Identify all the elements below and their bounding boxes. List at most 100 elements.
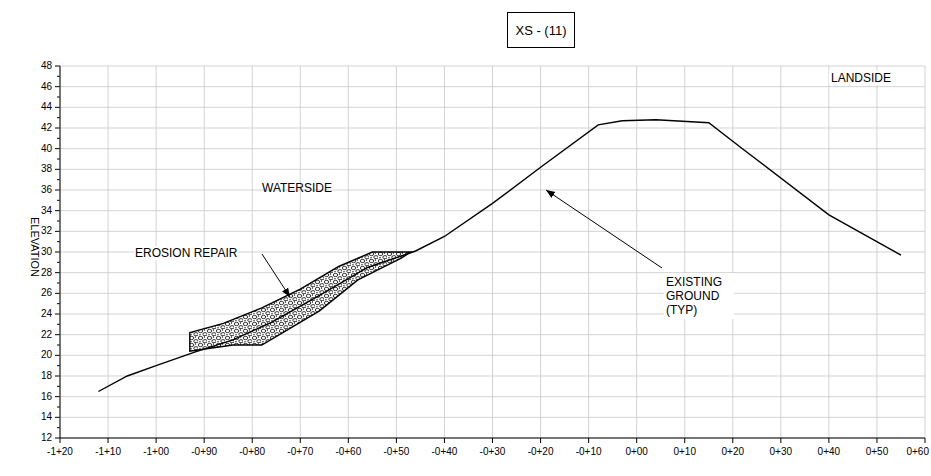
- grid-line: [540, 66, 541, 438]
- tick-mark: [204, 438, 205, 443]
- grid-line: [108, 66, 109, 438]
- station-tick: -0+80: [239, 446, 265, 458]
- tick-mark: [55, 438, 60, 439]
- grid-line: [732, 66, 733, 438]
- tick-mark: [252, 438, 253, 443]
- station-tick: -0+60: [335, 446, 361, 458]
- tick-mark: [540, 438, 541, 443]
- tick-mark: [780, 438, 781, 443]
- tick-mark: [925, 438, 926, 443]
- tick-mark: [55, 210, 60, 211]
- tick-mark: [55, 396, 60, 397]
- elevation-tick: 28: [41, 267, 52, 279]
- grid-line: [780, 66, 781, 438]
- section-id: XS - (11): [515, 23, 566, 38]
- elevation-tick: 48: [41, 60, 52, 72]
- elevation-tick: 12: [41, 432, 52, 444]
- elevation-tick: 14: [41, 411, 52, 423]
- tick-mark: [156, 438, 157, 443]
- elevation-tick: 42: [41, 122, 52, 134]
- station-tick: -0+70: [287, 446, 313, 458]
- grid-line: [444, 66, 445, 438]
- station-tick: -0+40: [432, 446, 458, 458]
- station-tick: -0+10: [576, 446, 602, 458]
- station-tick: 0+00: [625, 446, 648, 458]
- grid-line: [348, 66, 349, 438]
- elevation-tick: 30: [41, 246, 52, 258]
- tick-mark: [348, 438, 349, 443]
- elevation-tick: 46: [41, 81, 52, 93]
- tick-mark: [55, 376, 60, 377]
- grid-line: [828, 66, 829, 438]
- station-tick: -0+30: [480, 446, 506, 458]
- grid-line: [60, 66, 61, 438]
- ground-profile: [98, 120, 901, 392]
- elevation-tick: 20: [41, 349, 52, 361]
- elevation-tick: 18: [41, 370, 52, 382]
- grid-line: [60, 438, 925, 439]
- tick-mark: [55, 148, 60, 149]
- station-tick: 0+50: [866, 446, 889, 458]
- tick-mark: [55, 272, 60, 273]
- tick-mark: [108, 438, 109, 443]
- tick-mark: [588, 438, 589, 443]
- region-label: WATERSIDE: [262, 181, 332, 195]
- elevation-tick: 36: [41, 184, 52, 196]
- tick-mark: [828, 438, 829, 443]
- elevation-tick: 44: [41, 101, 52, 113]
- tick-mark: [492, 438, 493, 443]
- elevation-tick: 24: [41, 308, 52, 320]
- tick-mark: [396, 438, 397, 443]
- axis: [60, 438, 925, 439]
- tick-mark: [55, 417, 60, 418]
- tick-mark: [732, 438, 733, 443]
- axis-title: ELEVATION: [28, 217, 42, 277]
- tick-mark: [684, 438, 685, 443]
- station-tick: -1+00: [143, 446, 169, 458]
- grid-line: [492, 66, 493, 438]
- tick-mark: [55, 355, 60, 356]
- callout-label: EROSION REPAIR: [134, 246, 238, 260]
- station-tick: -1+20: [47, 446, 73, 458]
- tick-mark: [55, 128, 60, 129]
- grid-line: [588, 66, 589, 438]
- station-tick: 0+40: [818, 446, 841, 458]
- tick-mark: [444, 438, 445, 443]
- tick-mark: [55, 231, 60, 232]
- station-tick: -0+90: [191, 446, 217, 458]
- station-tick: 0+20: [722, 446, 745, 458]
- erosion-repair-riprap: [190, 252, 411, 351]
- region-label: LANDSIDE: [829, 71, 893, 85]
- grid-line: [252, 66, 253, 438]
- elevation-tick: 40: [41, 143, 52, 155]
- tick-mark: [876, 438, 877, 443]
- station-tick: -0+50: [383, 446, 409, 458]
- grid-line: [925, 66, 926, 438]
- tick-mark: [55, 66, 60, 67]
- station-tick: -0+20: [528, 446, 554, 458]
- grid-line: [300, 66, 301, 438]
- tick-mark: [55, 334, 60, 335]
- section-id-box: XS - (11): [507, 12, 575, 48]
- tick-mark: [55, 86, 60, 87]
- grid: [55, 66, 925, 443]
- grid-line: [636, 66, 637, 438]
- tick-mark: [55, 293, 60, 294]
- station-tick: 0+60: [906, 446, 929, 458]
- grid-line: [876, 66, 877, 438]
- elevation-tick: 22: [41, 329, 52, 341]
- leader-line: [262, 254, 290, 297]
- elevation-tick: 34: [41, 205, 52, 217]
- existing-ground-line: [98, 120, 901, 392]
- elevation-tick: 26: [41, 287, 52, 299]
- station-tick: 0+10: [673, 446, 696, 458]
- callout-label: EXISTING GROUND (TYP): [664, 273, 734, 319]
- station-tick: -1+10: [95, 446, 121, 458]
- elevation-tick: 32: [41, 225, 52, 237]
- axis: [60, 66, 61, 438]
- elevation-tick: 16: [41, 391, 52, 403]
- tick-mark: [60, 438, 61, 443]
- tick-mark: [55, 190, 60, 191]
